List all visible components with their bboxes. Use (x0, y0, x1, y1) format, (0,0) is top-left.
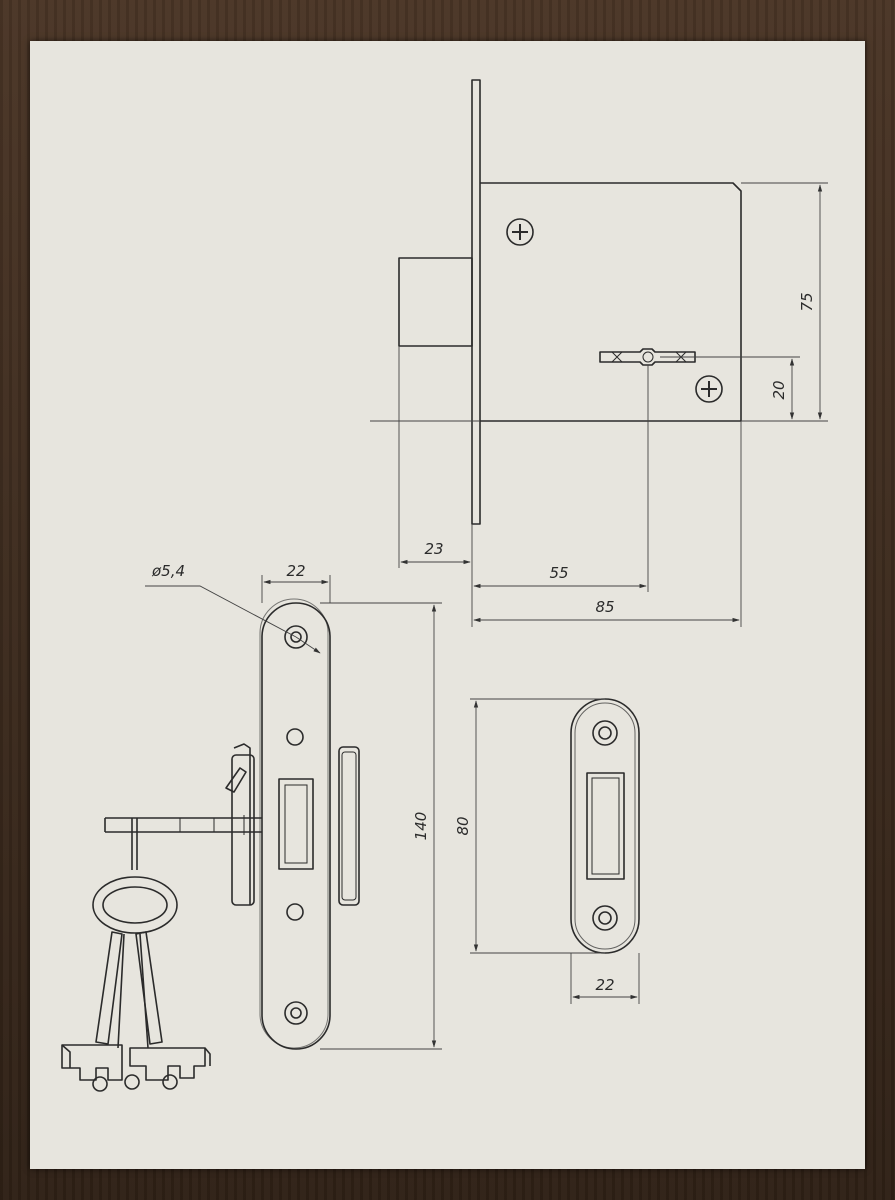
lock-body-edge (338, 746, 360, 906)
key-ring (92, 876, 178, 934)
dim-bolt-projection: 23 (424, 540, 443, 558)
bolt-slot (278, 778, 314, 870)
dim-body-depth: 85 (595, 598, 614, 616)
mounting-hole-top (284, 625, 308, 649)
dim-hole-diameter: ø5,4 (151, 562, 185, 580)
bolt (398, 257, 473, 347)
faceplate-front (261, 602, 331, 1050)
dim-body-height: 75 (798, 292, 816, 311)
lock-body (480, 182, 742, 422)
follower-hole-bottom (286, 903, 304, 921)
lock-side-view: 75 20 23 55 85 (370, 79, 828, 627)
keyhole-icon (599, 348, 696, 366)
drawing-sheet (30, 41, 865, 1169)
key-bit (225, 767, 247, 793)
strike-plate (570, 698, 640, 954)
key-shaft (104, 817, 262, 833)
key-cylinder-housing (231, 754, 255, 906)
dim-faceplate-length: 140 (412, 812, 430, 841)
key-ring-link (131, 818, 138, 870)
dim-faceplate-width: 22 (286, 562, 305, 580)
dim-key-offset: 20 (770, 380, 788, 399)
screw-top-icon (506, 218, 534, 246)
strike-plate-view: 80 22 (454, 698, 640, 1004)
strike-hole-bottom (592, 905, 618, 931)
dim-strike-width: 22 (595, 976, 614, 994)
faceplate-front-view: ø5,4 22 140 (61, 562, 442, 1092)
strike-slot (586, 772, 625, 880)
dim-strike-length: 80 (454, 816, 472, 835)
strike-hole-top (592, 720, 618, 746)
follower-hole-top (286, 728, 304, 746)
dim-backset: 55 (549, 564, 568, 582)
faceplate-side (471, 79, 481, 525)
screw-bottom-icon (695, 375, 723, 403)
keys-icon (61, 931, 211, 1092)
mounting-hole-bottom (284, 1001, 308, 1025)
